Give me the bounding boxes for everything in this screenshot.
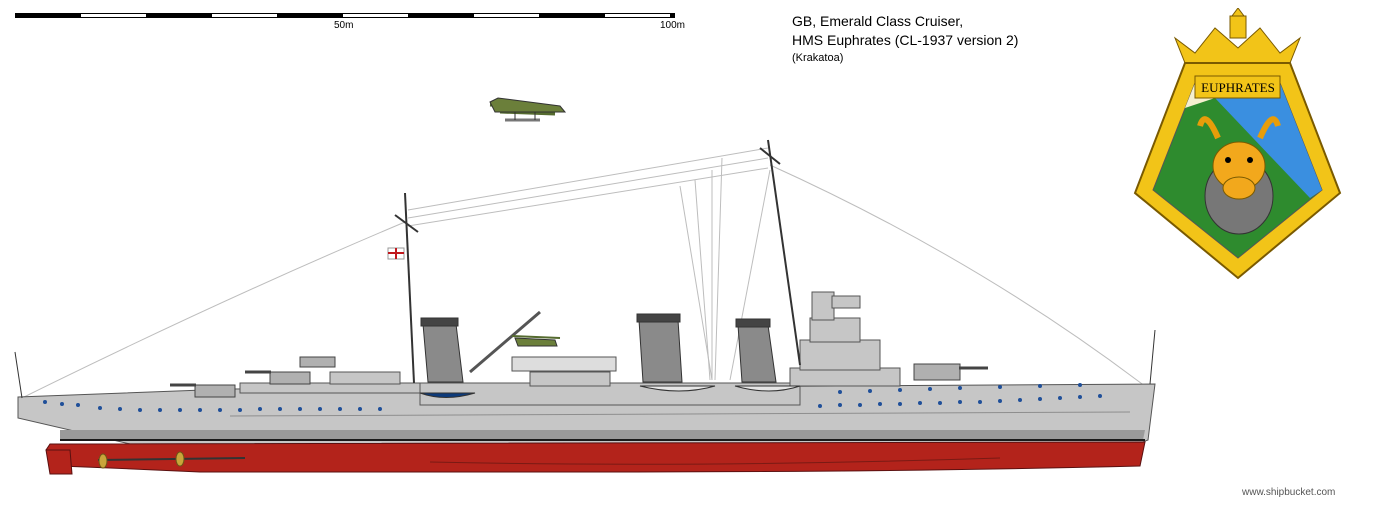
crest-name-scroll: EUPHRATES (1201, 80, 1275, 95)
ship-crest: EUPHRATES (1133, 8, 1342, 280)
ship-class-title: GB, Emerald Class Cruiser, (792, 13, 964, 29)
ensign-flag (387, 247, 405, 260)
catapult-floatplane-icon (511, 335, 561, 347)
author-credit: (Krakatoa) (792, 52, 844, 64)
naval-crown-icon (1173, 8, 1302, 64)
title-block: GB, Emerald Class Cruiser, HMS Euphrates… (792, 12, 1018, 65)
masts (14, 139, 1156, 399)
hull (17, 383, 1156, 475)
watermark: www.shipbucket.com (1242, 487, 1336, 498)
rigging-wires (21, 147, 1151, 399)
boats (419, 385, 801, 398)
funnels (420, 313, 777, 383)
superstructure (239, 291, 901, 406)
scale-label-50m: 50m (334, 20, 354, 31)
scale-bar (15, 13, 675, 18)
gun-mounts (170, 356, 988, 398)
antifouling-red (45, 441, 1146, 473)
scale-label-100m: 100m (660, 20, 686, 31)
floatplane-icon (489, 97, 567, 122)
bull-head-crest-icon (1197, 116, 1281, 235)
ship-name-title: HMS Euphrates (CL-1937 version 2) (792, 32, 1019, 48)
portholes (43, 383, 1102, 412)
